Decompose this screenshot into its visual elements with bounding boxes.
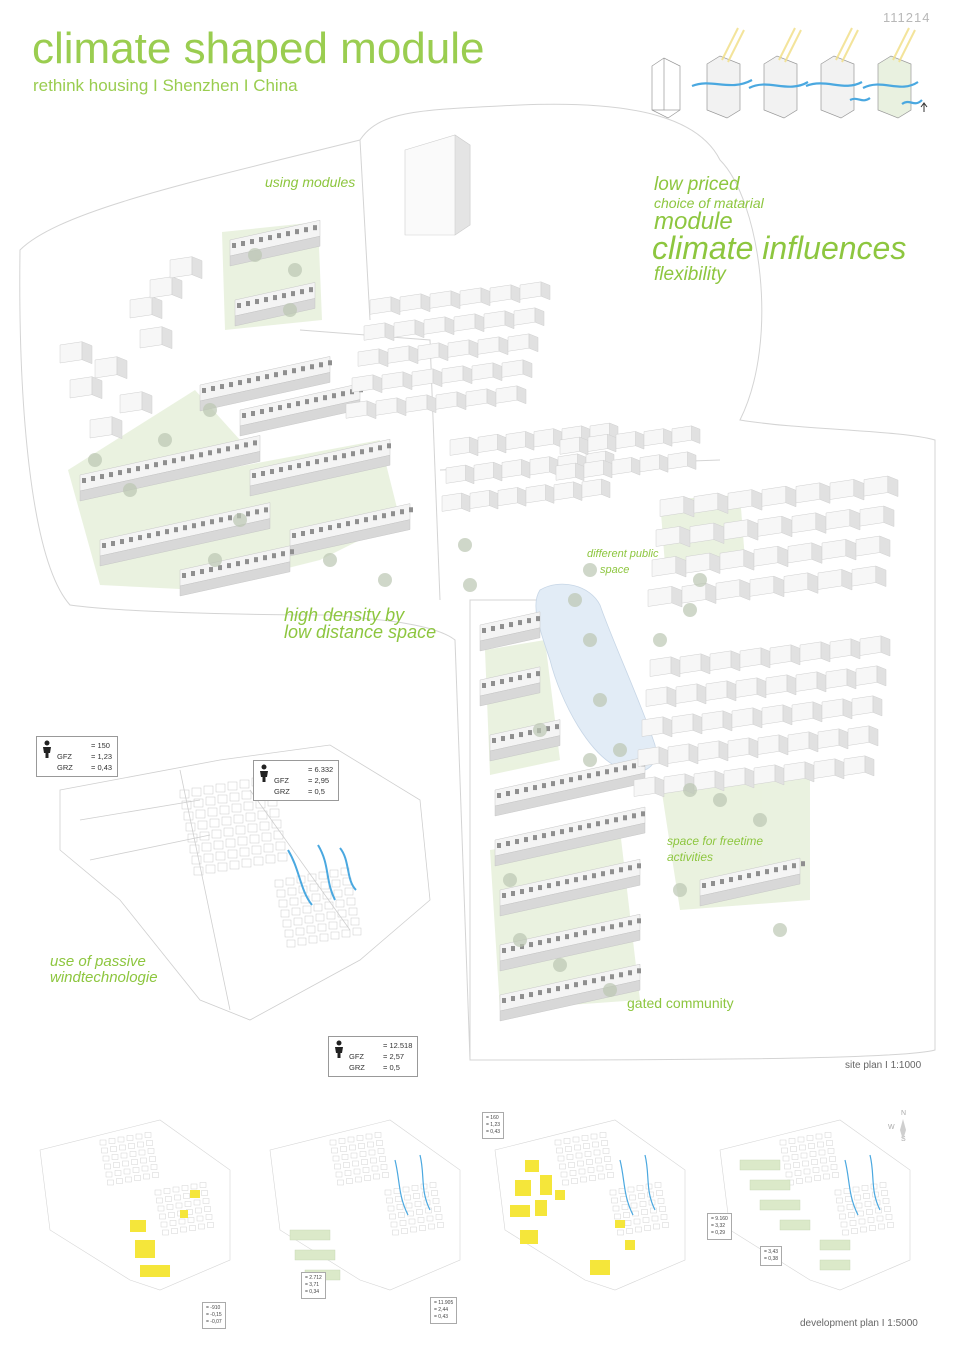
concept-climate: climate influences (652, 230, 907, 266)
mini-stat-4-gfz: = 1,23 (486, 1122, 501, 1128)
label-freetime-1: space for freetime (667, 834, 764, 848)
person-icon (334, 1040, 344, 1058)
stat-a-gfz-label: GFZ (57, 752, 72, 761)
compass-arrow-icon (900, 1119, 906, 1140)
stat-c-grz: = 0,5 (383, 1063, 400, 1072)
label-public-space-2: space (600, 564, 630, 576)
stat-box-b: = 6.332 GFZ = 2,95 GRZ = 0,5 (253, 760, 340, 801)
mini-stat-1-count: = -910 (206, 1305, 221, 1311)
mini-stat-3-grz: = 0,43 (434, 1314, 449, 1320)
mini-stat-1-grz: = -0,07 (206, 1319, 222, 1325)
label-wind-1: use of passive (50, 953, 146, 970)
stat-a-count: = 150 (91, 741, 110, 750)
compass-south: S (901, 1136, 906, 1143)
compass: N W S (885, 1110, 925, 1150)
poster-title: climate shaped module (32, 24, 485, 73)
site-plan (19, 103, 936, 1061)
stat-a-gfz: = 1,23 (91, 752, 113, 761)
mini-stat-3: = 11.905 = 2,44 = 0,43 (430, 1297, 458, 1324)
label-wind-2: windtechnologie (50, 969, 158, 986)
module-diagrams (651, 27, 928, 119)
mini-stat-2: = 2.712 = 3,71 = 0,34 (301, 1272, 326, 1299)
label-high-density-1: high density by (284, 605, 405, 625)
stat-c-count: = 12.518 (383, 1041, 413, 1050)
mini-stat-5-grz: = 0,29 (711, 1230, 726, 1236)
poster-subtitle: rethink housing I Shenzhen I China (33, 76, 298, 95)
stat-c-gfz-label: GFZ (349, 1052, 364, 1061)
label-public-space-1: different public (587, 548, 659, 560)
stat-b-gfz: = 2,95 (308, 776, 330, 785)
label-high-density-2: low distance space (284, 622, 437, 642)
person-icon (42, 740, 52, 758)
label-freetime-2: activities (667, 850, 714, 864)
caption-site-plan: site plan I 1:1000 (845, 1060, 922, 1071)
label-using-modules: using modules (265, 174, 356, 190)
caption-development-plan: development plan I 1:5000 (800, 1318, 918, 1329)
mini-stat-1: = -910 = -0,15 = -0,07 (202, 1302, 226, 1329)
project-code: 111214 (883, 10, 931, 25)
stat-box-a: = 150 GFZ = 1,23 GRZ = 0,43 (36, 736, 119, 777)
mini-stat-5: = 9.160 = 3,32 = 0,29 (707, 1213, 732, 1240)
mini-stat-6-gfz: = 3,43 (764, 1249, 779, 1255)
mini-stat-6: = 3,43 = 0,38 (760, 1246, 783, 1266)
stat-c-grz-label: GRZ (349, 1063, 365, 1072)
compass-north: N (901, 1110, 907, 1117)
mini-stat-3-gfz: = 2,44 (434, 1307, 449, 1313)
stat-box-c: = 12.518 GFZ = 2,57 GRZ = 0,5 (328, 1036, 419, 1077)
mini-stat-4-count: = 160 (486, 1115, 499, 1121)
stat-b-grz: = 0,5 (308, 787, 325, 796)
label-gated-community: gated community (627, 995, 734, 1011)
mini-stat-2-grz: = 0,34 (305, 1289, 320, 1295)
stat-c-gfz: = 2,57 (383, 1052, 405, 1061)
stat-b-gfz-label: GFZ (274, 776, 289, 785)
stat-a-grz-label: GRZ (57, 763, 73, 772)
concept-module: module (654, 208, 733, 235)
stat-b-grz-label: GRZ (274, 787, 290, 796)
mini-stat-6-grz: = 0,38 (764, 1256, 779, 1262)
concept-flexibility: flexibility (654, 264, 726, 285)
mini-stat-2-count: = 2.712 (305, 1275, 322, 1281)
person-icon (259, 764, 269, 782)
mini-stat-2-gfz: = 3,71 (305, 1282, 320, 1288)
concept-material: choice of matarial (654, 195, 764, 211)
mini-stat-1-gfz: = -0,15 (206, 1312, 222, 1318)
mini-stat-3-count: = 11.905 (434, 1300, 454, 1306)
stat-b-count: = 6.332 (308, 765, 334, 774)
compass-west: W (888, 1124, 895, 1131)
mini-stat-4-grz: = 0,43 (486, 1129, 501, 1135)
stat-a-grz: = 0,43 (91, 763, 113, 772)
mini-stat-4: = 160 = 1,23 = 0,43 (482, 1112, 505, 1139)
mini-stat-5-gfz: = 3,32 (711, 1223, 726, 1229)
concept-low-priced: low priced (654, 174, 740, 195)
mini-stat-5-count: = 9.160 (711, 1216, 728, 1222)
